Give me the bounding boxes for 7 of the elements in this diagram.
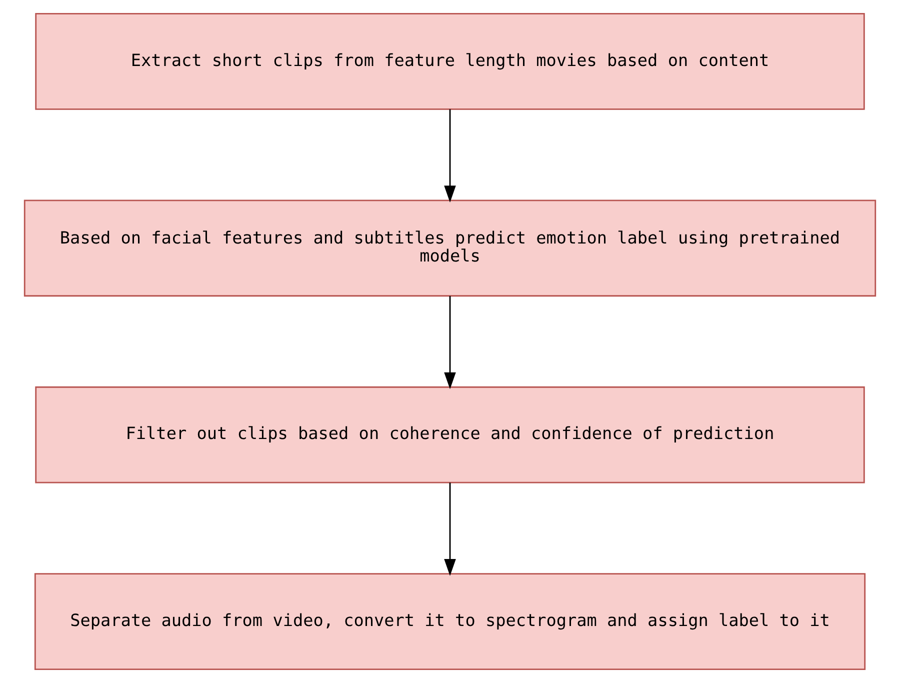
node-box: Extract short clips from feature length movies based on content <box>34 12 864 110</box>
arrow <box>444 296 456 390</box>
arrow <box>444 109 456 202</box>
node-box: Filter out clips based on coherence and confidence of prediction <box>34 386 864 484</box>
node-box: Separate audio from video, convert it to spectrogram and assign label to it <box>34 573 866 670</box>
node-box: Based on facial features and subtitles predict emotion label using pretrained models <box>23 200 876 297</box>
arrow <box>444 482 456 576</box>
